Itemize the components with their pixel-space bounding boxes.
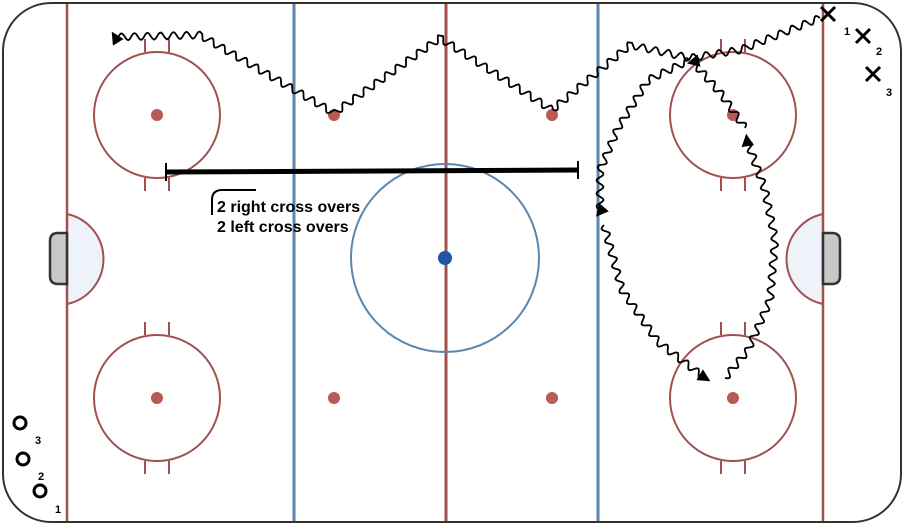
- annotation-right-crossovers: 2 right cross overs: [217, 199, 360, 216]
- skating-path-loop-arrow-4: [686, 54, 748, 129]
- center-faceoff-dot: [438, 251, 452, 265]
- crossover-curve-icon: [211, 189, 256, 215]
- skating-path-loop-arrow-3: [724, 133, 780, 380]
- left-goal-crease: [66, 212, 105, 306]
- annotation-left-crossovers: 2 left cross overs: [217, 219, 349, 236]
- faceoff-dot: [151, 109, 163, 121]
- neutral-zone-dot: [546, 392, 558, 404]
- x-player: [864, 65, 882, 83]
- faceoff-dot: [151, 392, 163, 404]
- skating-path-loop-arrow-1: [595, 57, 691, 217]
- o-player: [12, 415, 28, 431]
- x-player-label: 2: [876, 46, 882, 58]
- neutral-zone-dot: [546, 109, 558, 121]
- o-player-label: 2: [38, 471, 44, 483]
- drill-pass-line: [165, 167, 579, 175]
- faceoff-circle-bottom-right: [669, 322, 797, 474]
- faceoff-circle-top-right: [669, 39, 797, 191]
- left-goal-net: [48, 231, 69, 286]
- faceoff-dot: [727, 392, 739, 404]
- o-player: [15, 451, 31, 467]
- o-player-label: 1: [55, 504, 61, 516]
- x-player: [854, 27, 872, 45]
- skating-path-loop-arrow-2: [600, 224, 711, 382]
- center-faceoff-circle: [350, 163, 540, 353]
- neutral-zone-dot: [328, 392, 340, 404]
- x-player-label: 1: [844, 26, 850, 38]
- x-player-label: 3: [886, 87, 892, 99]
- x-player: [819, 5, 837, 23]
- faceoff-circle-bottom-left: [93, 322, 221, 474]
- right-goal-net: [821, 231, 842, 286]
- right-goal-crease: [785, 212, 824, 306]
- o-player: [32, 483, 48, 499]
- o-player-label: 3: [35, 435, 41, 447]
- skating-paths: [111, 14, 821, 382]
- faceoff-circle-top-left: [93, 39, 221, 191]
